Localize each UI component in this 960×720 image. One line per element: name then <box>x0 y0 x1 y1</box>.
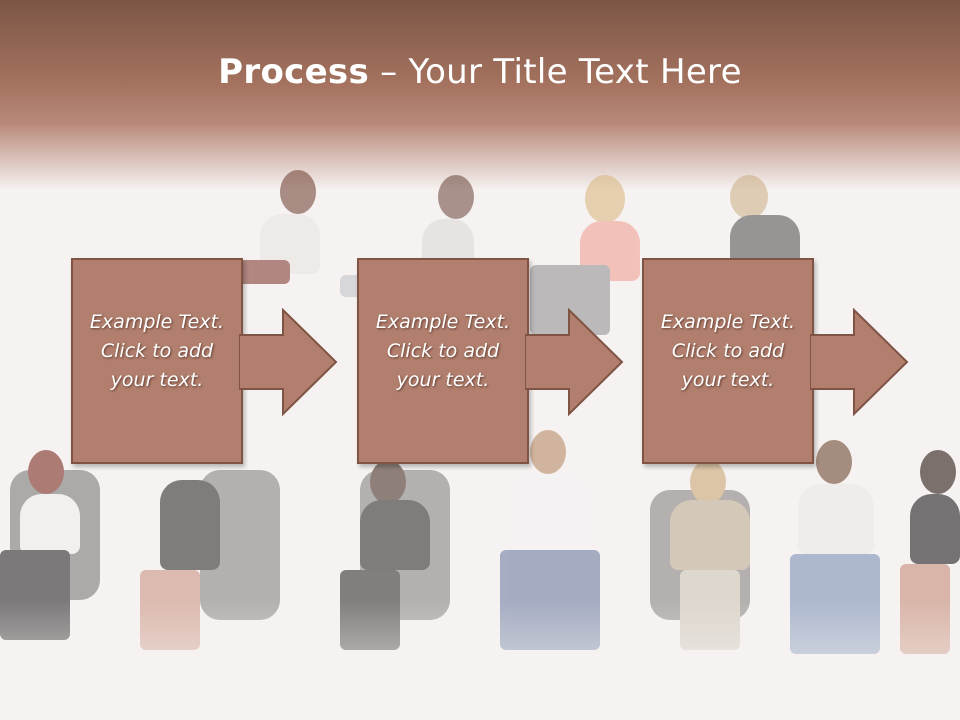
arrow-right-icon <box>525 308 624 416</box>
step-text[interactable]: Example Text. Click to add your text. <box>89 311 225 391</box>
step-box <box>642 258 814 464</box>
person-figure <box>0 450 110 670</box>
step-box <box>71 258 243 464</box>
person-figure <box>320 460 450 670</box>
step-text[interactable]: Example Text. Click to add your text. <box>375 311 511 391</box>
step-text[interactable]: Example Text. Click to add your text. <box>660 311 796 391</box>
slide-title[interactable]: Process – Your Title Text Here <box>0 52 960 92</box>
bottom-fade <box>0 600 960 720</box>
process-step-2[interactable]: Example Text. Click to add your text. <box>357 258 624 464</box>
person-figure <box>530 175 670 375</box>
title-bold: Process <box>218 52 370 92</box>
step-box <box>357 258 529 464</box>
title-rest: – Your Title Text Here <box>369 52 742 92</box>
title-bar <box>0 0 960 190</box>
arrow-right-icon <box>239 308 338 416</box>
arrow-right-icon <box>810 308 909 416</box>
process-step-3[interactable]: Example Text. Click to add your text. <box>642 258 909 464</box>
process-step-1[interactable]: Example Text. Click to add your text. <box>71 258 338 464</box>
